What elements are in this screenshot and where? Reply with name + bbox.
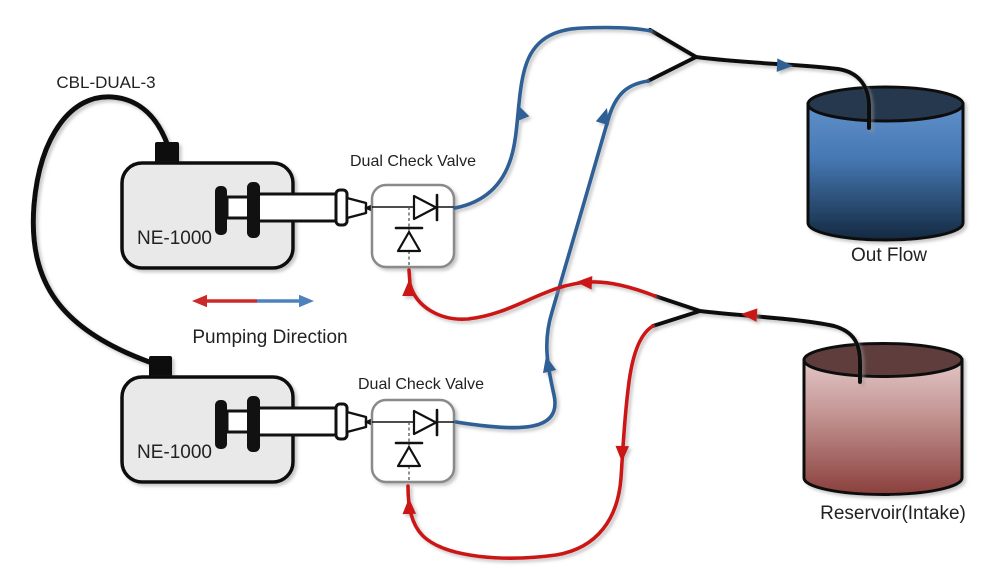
reservoir-cylinder-top bbox=[802, 342, 964, 378]
flow-arrowhead bbox=[402, 280, 416, 296]
pumping-direction-legend: Pumping Direction bbox=[192, 294, 348, 348]
cable-connector-top bbox=[155, 142, 179, 166]
pump-label-top: NE-1000 bbox=[137, 228, 212, 249]
check-valve-top bbox=[372, 185, 454, 267]
check-valve-bottom bbox=[372, 400, 454, 482]
intake-tube bbox=[651, 294, 862, 384]
red-flow-line-lower bbox=[406, 324, 655, 560]
valve-label-bottom: Dual Check Valve bbox=[358, 376, 484, 393]
reservoir-cylinder-body bbox=[802, 358, 964, 496]
blue-flow-line-top bbox=[453, 25, 653, 210]
flow-arrowhead bbox=[402, 497, 417, 515]
outflow-tube bbox=[646, 28, 871, 130]
cable-label: CBL-DUAL-3 bbox=[56, 73, 155, 92]
pump-label-bottom: NE-1000 bbox=[137, 442, 212, 463]
direction-label: Pumping Direction bbox=[192, 327, 347, 348]
direction-arrowhead-left bbox=[192, 294, 207, 308]
blue-flow-line-bottom bbox=[454, 79, 650, 430]
outflow-cylinder bbox=[806, 85, 965, 242]
outflow-cylinder-top bbox=[806, 85, 965, 123]
flow-arrowhead bbox=[575, 275, 593, 290]
cable-connector-bottom bbox=[149, 356, 172, 379]
reservoir-cylinder bbox=[802, 342, 964, 496]
flow-arrowhead bbox=[776, 58, 794, 73]
cable bbox=[30, 94, 171, 366]
outflow-label: Out Flow bbox=[851, 245, 927, 266]
flow-arrowhead bbox=[615, 445, 630, 463]
valve-label-top: Dual Check Valve bbox=[350, 153, 476, 170]
red-flow-line-upper bbox=[407, 268, 657, 321]
direction-arrowhead-right bbox=[299, 294, 314, 308]
reservoir-label: Reservoir(Intake) bbox=[820, 503, 966, 524]
flow-arrowhead bbox=[740, 307, 758, 322]
outflow-cylinder-body bbox=[806, 102, 965, 242]
